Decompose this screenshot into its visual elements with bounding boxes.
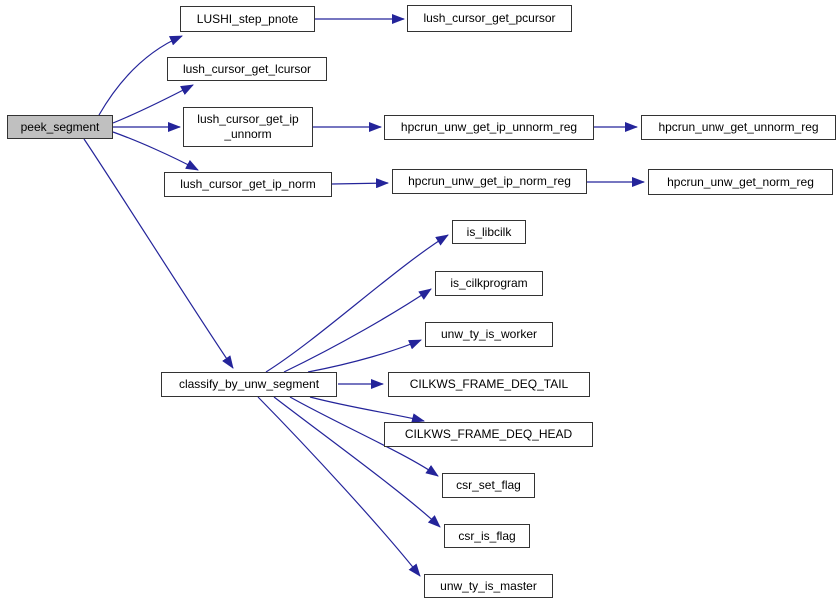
node-hpcrun-unw-get-ip-norm-reg[interactable]: hpcrun_unw_get_ip_norm_reg (392, 169, 587, 194)
edge-peek_segment-to-LUSHI_step_pnote (98, 35, 183, 116)
node-hpcrun-unw-get-ip-unnorm-reg[interactable]: hpcrun_unw_get_ip_unnorm_reg (384, 115, 594, 140)
edge-classify_by_unw_segment-to-is_libcilk (265, 234, 449, 373)
node-cilkws-frame-deq-tail[interactable]: CILKWS_FRAME_DEQ_TAIL (388, 372, 590, 397)
edge-classify_by_unw_segment-to-unw_ty_is_master (257, 396, 421, 577)
node-is-cilkprogram[interactable]: is_cilkprogram (435, 271, 543, 296)
node-lush-cursor-get-ip-norm[interactable]: lush_cursor_get_ip_norm (164, 172, 332, 197)
edge-peek_segment-to-lush_cursor_get_ip_norm (112, 131, 199, 171)
edge-classify_by_unw_segment-to-csr_set_flag (289, 396, 439, 477)
node-lush-cursor-get-lcursor[interactable]: lush_cursor_get_lcursor (167, 57, 327, 81)
edge-peek_segment-to-lush_cursor_get_lcursor (112, 84, 194, 124)
edge-classify_by_unw_segment-to-is_cilkprogram (283, 288, 432, 373)
node-classify-by-unw-segment[interactable]: classify_by_unw_segment (161, 372, 337, 397)
node-lush-cursor-get-pcursor[interactable]: lush_cursor_get_pcursor (407, 5, 572, 32)
node-csr-is-flag[interactable]: csr_is_flag (444, 524, 530, 548)
node-lushi-step-pnote[interactable]: LUSHI_step_pnote (180, 6, 315, 32)
edge-classify_by_unw_segment-to-CILKWS_FRAME_DEQ_HEAD (309, 396, 425, 424)
node-peek-segment[interactable]: peek_segment (7, 115, 113, 139)
node-hpcrun-unw-get-unnorm-reg[interactable]: hpcrun_unw_get_unnorm_reg (641, 115, 836, 140)
edge-peek_segment-to-classify_by_unw_segment (83, 138, 234, 369)
edge-classify_by_unw_segment-to-unw_ty_is_worker (307, 339, 422, 373)
node-unw-ty-is-worker[interactable]: unw_ty_is_worker (425, 322, 553, 347)
edge-classify_by_unw_segment-to-csr_is_flag (273, 396, 441, 528)
node-csr-set-flag[interactable]: csr_set_flag (442, 473, 535, 498)
node-unw-ty-is-master[interactable]: unw_ty_is_master (424, 574, 553, 598)
node-hpcrun-unw-get-norm-reg[interactable]: hpcrun_unw_get_norm_reg (648, 169, 833, 195)
node-cilkws-frame-deq-head[interactable]: CILKWS_FRAME_DEQ_HEAD (384, 422, 593, 447)
node-is-libcilk[interactable]: is_libcilk (452, 220, 526, 244)
edge-lush_cursor_get_ip_norm-to-hpcrun_unw_get_ip_norm_reg (331, 178, 389, 189)
node-lush-cursor-get-ip-unnorm[interactable]: lush_cursor_get_ip _unnorm (183, 107, 313, 147)
